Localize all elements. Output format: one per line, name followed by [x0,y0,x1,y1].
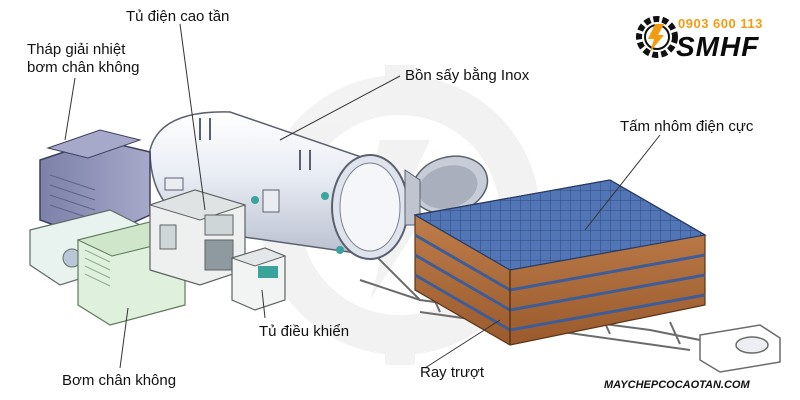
label-hf-cabinet: Tủ điện cao tần [126,8,230,25]
logo-phone: 0903 600 113 [678,16,763,31]
leader-lines [64,23,661,369]
electrode-plate-stack [413,179,707,346]
control-cabinet [230,247,287,311]
label-tank: Bồn sấy bằng Inox [405,67,530,84]
small-cart [699,324,781,373]
tank-door [404,155,489,226]
label-rail: Ray trượt [420,364,485,381]
label-control-cabinet: Tủ điều khiển [259,323,350,340]
label-vacuum-pump: Bơm chân không [62,372,177,389]
label-cooling-tower-line1: Tháp giải nhiệt [27,41,126,58]
label-cooling-tower-line2: bơm chân không [27,59,140,76]
label-plates: Tấm nhôm điện cực [620,118,754,135]
smhf-gear-icon [636,16,678,58]
hf-cabinet [148,189,247,286]
logo-brand: SMHF [676,31,760,62]
website-url: MAYCHEPCOCAOTAN.COM [604,379,750,391]
label-cooling-tower: Tháp giải nhiệt bơm chân không [27,41,139,77]
